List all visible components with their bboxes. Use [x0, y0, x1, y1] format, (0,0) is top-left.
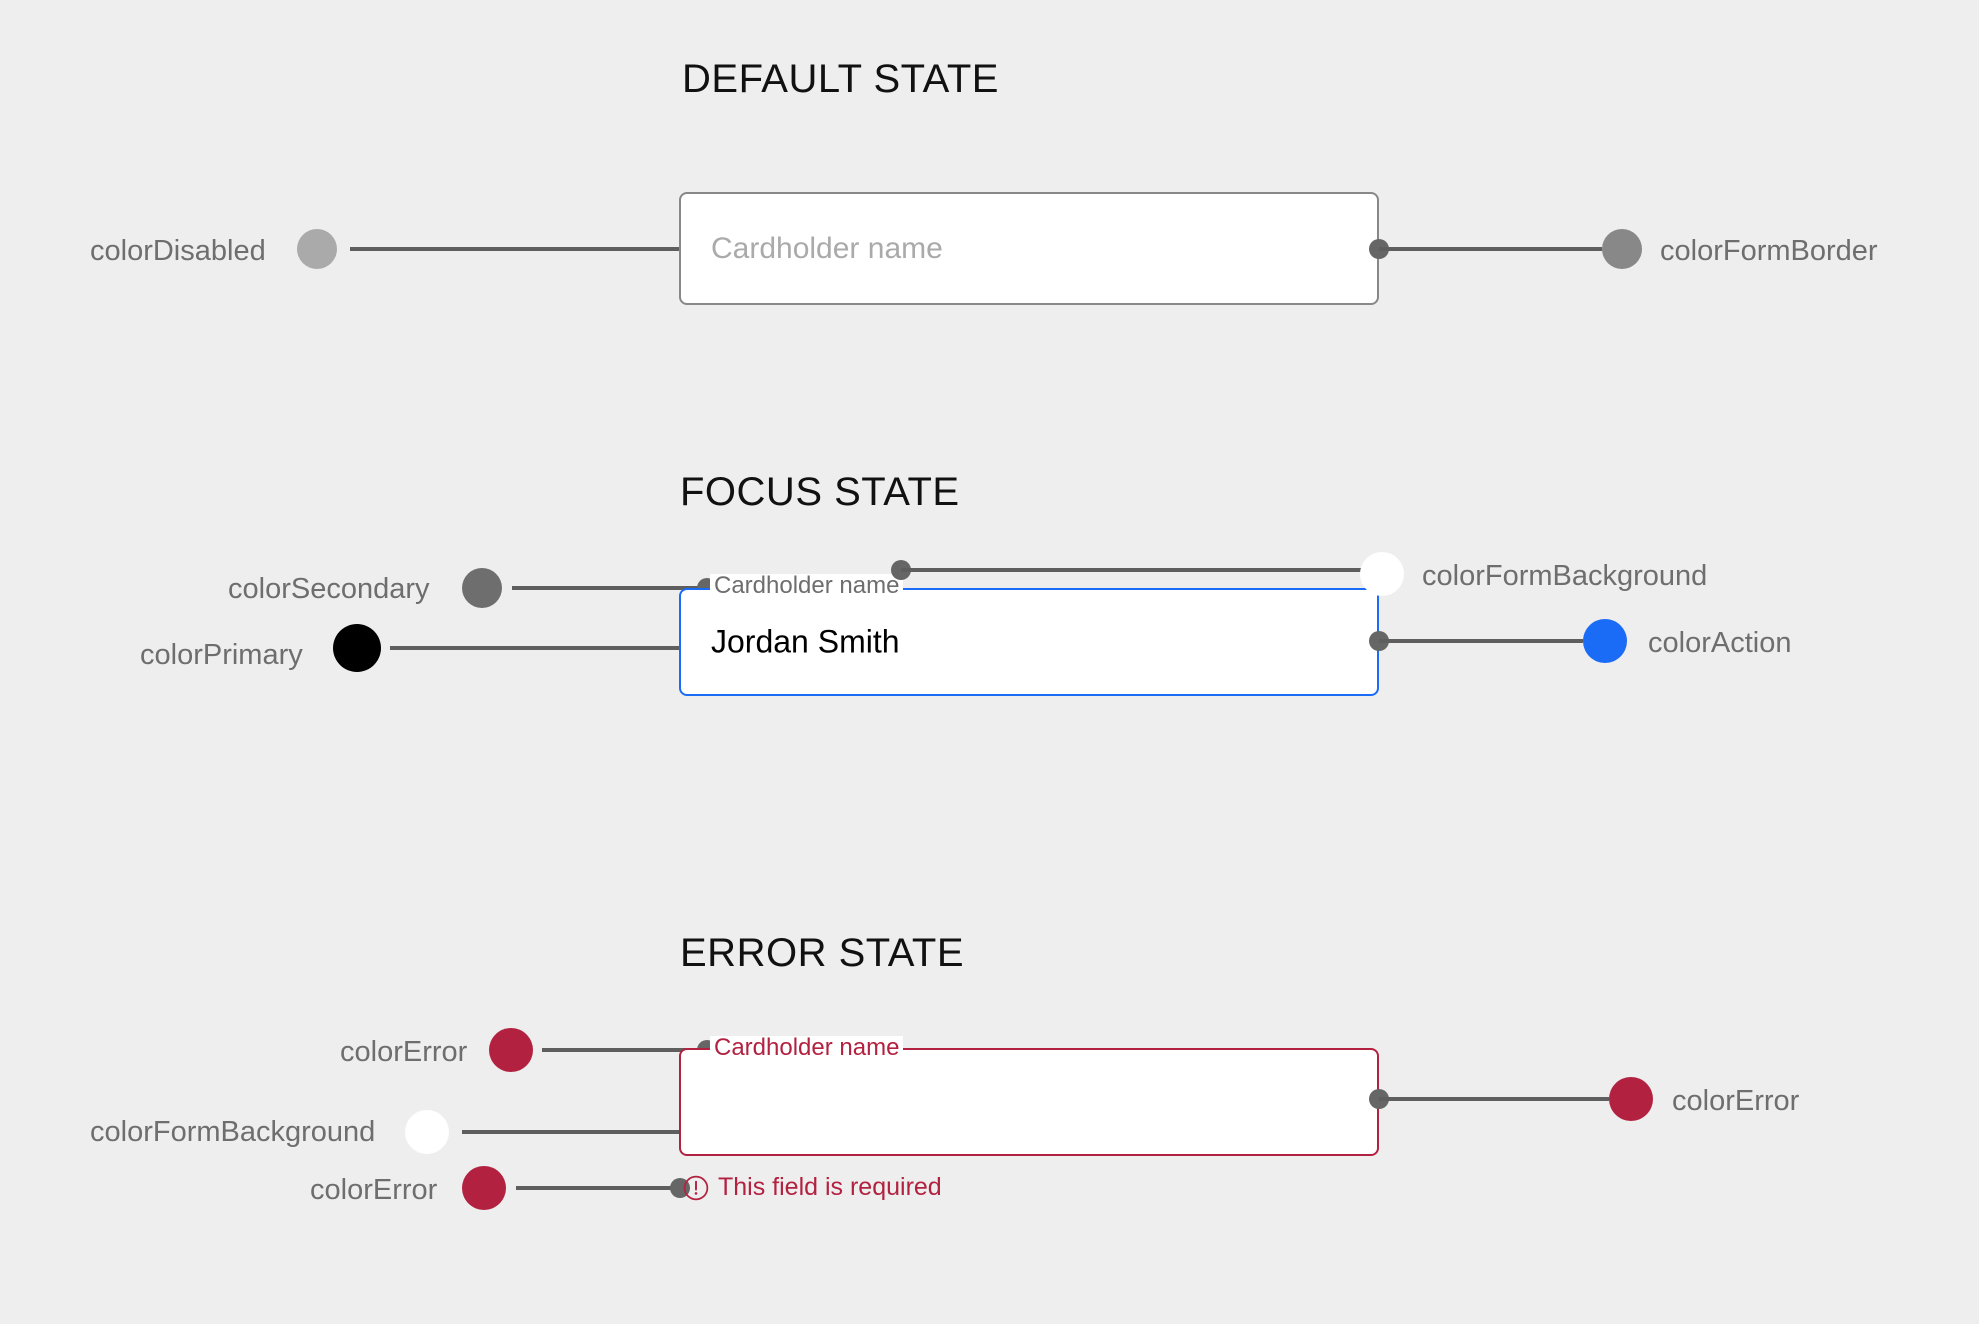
leader-line-color-disabled [350, 247, 705, 251]
field-error-floating-label: Cardholder name [710, 1036, 904, 1060]
leader-line-color-action [1379, 639, 1583, 643]
error-message-text: This field is required [718, 1173, 942, 1201]
swatch-color-error-label [489, 1028, 533, 1072]
leader-line-color-error-label [542, 1048, 704, 1052]
leader-line-color-form-background-error [462, 1130, 725, 1134]
leader-line-color-form-border [1379, 247, 1602, 251]
callout-label-color-error-message: colorError [310, 1174, 438, 1206]
section-title-default: DEFAULT STATE [682, 57, 999, 101]
leader-line-color-error-message [516, 1186, 678, 1190]
swatch-color-primary [333, 624, 381, 672]
field-focus-floating-label: Cardholder name [710, 574, 904, 598]
leader-line-color-secondary [512, 586, 704, 590]
leader-line-color-primary [390, 646, 704, 650]
field-focus-value: Jordan Smith [711, 623, 900, 660]
error-message: This field is required [683, 1173, 942, 1202]
callout-label-color-form-background-error: colorFormBackground [90, 1116, 376, 1148]
error-exclamation-circle-icon [683, 1175, 709, 1200]
section-title-focus: FOCUS STATE [680, 470, 960, 514]
swatch-color-form-background-focus [1360, 552, 1404, 596]
callout-label-color-error-border: colorError [1672, 1085, 1800, 1117]
field-default-placeholder: Cardholder name [711, 231, 943, 265]
swatch-color-action [1583, 619, 1627, 663]
callout-label-color-action: colorAction [1648, 627, 1792, 659]
field-default[interactable]: Cardholder name [679, 192, 1379, 305]
callout-label-color-primary: colorPrimary [140, 639, 303, 671]
swatch-color-secondary [462, 568, 502, 608]
swatch-color-disabled [297, 229, 337, 269]
swatch-color-form-border [1602, 229, 1642, 269]
leader-line-color-error-border [1379, 1097, 1609, 1101]
callout-label-color-secondary: colorSecondary [228, 573, 430, 605]
callout-label-color-error-label: colorError [340, 1036, 468, 1068]
callout-label-color-form-border: colorFormBorder [1660, 235, 1878, 267]
swatch-color-form-background-error [405, 1110, 449, 1154]
field-error[interactable] [679, 1048, 1379, 1156]
callout-label-color-form-background-focus: colorFormBackground [1422, 560, 1708, 592]
leader-line-color-form-background-focus [901, 568, 1381, 572]
section-title-error: ERROR STATE [680, 931, 965, 975]
field-focus[interactable]: Jordan Smith [679, 588, 1379, 696]
swatch-color-error-border [1609, 1077, 1653, 1121]
callout-label-color-disabled: colorDisabled [90, 235, 266, 267]
swatch-color-error-message [462, 1166, 506, 1210]
